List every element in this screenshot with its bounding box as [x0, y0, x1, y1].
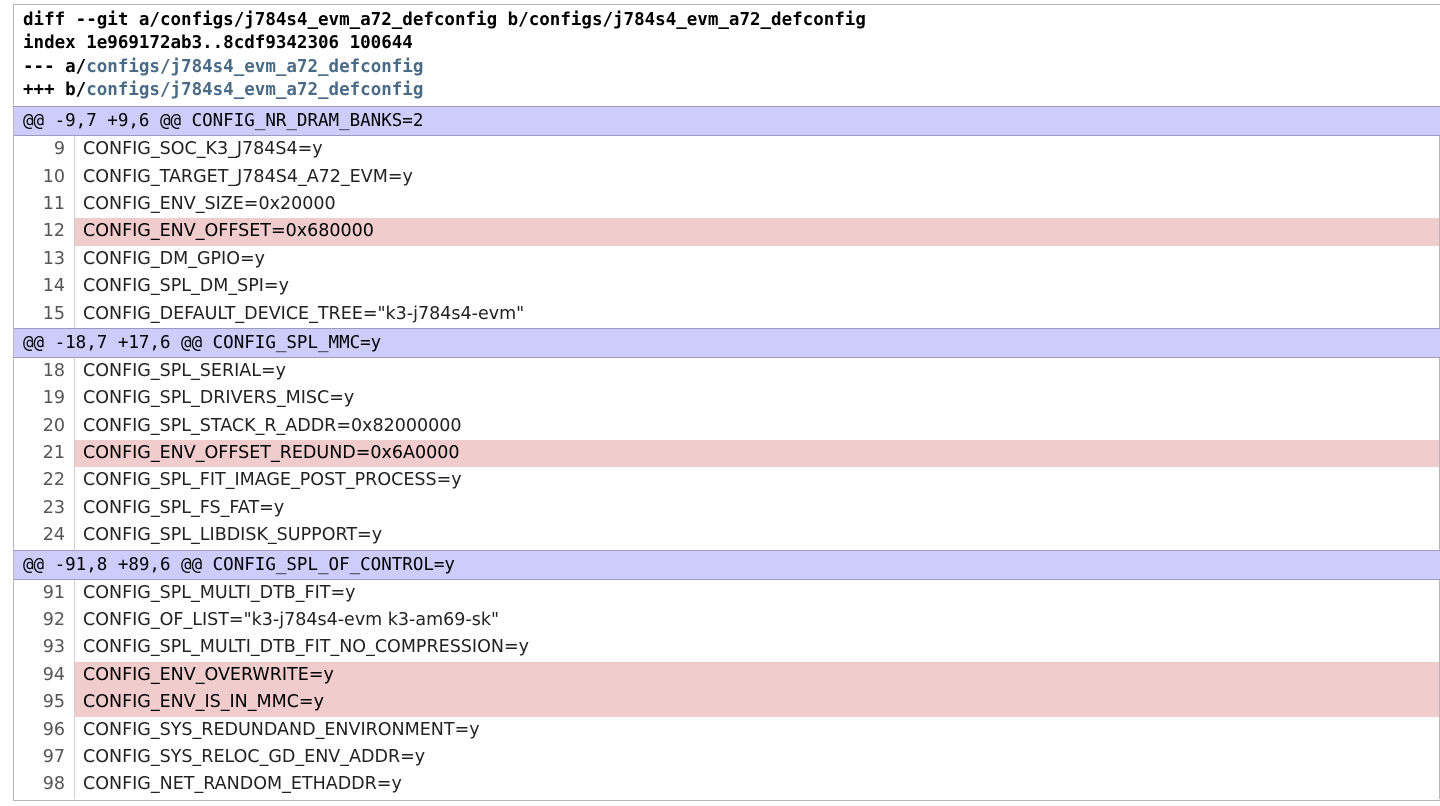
code-text: CONFIG_SPL_MULTI_DTB_FIT=y — [83, 582, 356, 603]
code-text: CONFIG_NET_RANDOM_ETHADDR=y — [83, 774, 402, 795]
code-text: CONFIG_SOC_K3_J784S4=y — [83, 139, 323, 160]
code-text: CONFIG_SPL_LIBDISK_SUPPORT=y — [83, 525, 383, 546]
line-number: 96 — [14, 716, 75, 744]
code-text: CONFIG_SPL_FS_FAT=y — [83, 497, 285, 518]
code-text: CONFIG_SPL_STACK_R_ADDR=0x82000000 — [83, 415, 462, 436]
line-number: 21 — [14, 440, 75, 468]
context-line-row: 24 CONFIG_SPL_LIBDISK_SUPPORT=y — [14, 522, 1440, 550]
line-number: 92 — [14, 607, 75, 635]
new-file-path-link[interactable]: configs/j784s4_evm_a72_defconfig — [86, 79, 424, 100]
code-text: CONFIG_SPL_FIT_IMAGE_POST_PROCESS=y — [83, 470, 462, 491]
line-number: 14 — [14, 273, 75, 301]
context-line-row: 10 CONFIG_TARGET_J784S4_A72_EVM=y — [14, 163, 1440, 191]
code-text: CONFIG_ENV_OVERWRITE=y — [75, 661, 1439, 690]
diff-file-header: diff --git a/configs/j784s4_evm_a72_defc… — [14, 5, 1440, 106]
context-line-row: 15 CONFIG_DEFAULT_DEVICE_TREE="k3-j784s4-… — [14, 300, 1440, 328]
line-number: 94 — [14, 661, 75, 690]
code-text: CONFIG_DM_GPIO=y — [83, 248, 266, 269]
hunk-header: @@ -18,7 +17,6 @@ CONFIG_SPL_MMC=y — [14, 327, 1440, 358]
diff-view: diff --git a/configs/j784s4_evm_a72_defc… — [13, 4, 1440, 801]
code-text: CONFIG_SPL_DRIVERS_MISC=y — [83, 388, 355, 409]
hunk-header: @@ -91,8 +89,6 @@ CONFIG_SPL_OF_CONTROL=… — [14, 549, 1440, 580]
context-line-row: 11 CONFIG_ENV_SIZE=0x20000 — [14, 190, 1440, 219]
context-line-row: 18 CONFIG_SPL_SERIAL=y — [14, 357, 1440, 386]
context-line-row: 91 CONFIG_SPL_MULTI_DTB_FIT=y — [14, 579, 1440, 608]
diff-git-line: diff --git a/configs/j784s4_evm_a72_defc… — [23, 10, 866, 30]
diff-old-file-line: --- a/configs/j784s4_evm_a72_defconfig — [23, 56, 1440, 79]
code-text: CONFIG_ENV_OFFSET=0x680000 — [75, 218, 1439, 246]
line-number: 11 — [14, 190, 75, 219]
line-number: 98 — [14, 771, 75, 799]
line-number: 93 — [14, 634, 75, 662]
line-number: 22 — [14, 467, 75, 495]
code-text: CONFIG_SPL_DM_SPI=y — [83, 276, 289, 297]
line-number: 97 — [14, 744, 75, 772]
line-number: 20 — [14, 412, 75, 441]
code-text: CONFIG_ENV_OFFSET_REDUND=0x6A0000 — [75, 440, 1439, 468]
context-line-row: 22 CONFIG_SPL_FIT_IMAGE_POST_PROCESS=y — [14, 467, 1440, 495]
code-text: CONFIG_TARGET_J784S4_A72_EVM=y — [83, 166, 413, 187]
line-number: 24 — [14, 522, 75, 550]
line-number: 10 — [14, 163, 75, 191]
line-number: 13 — [14, 245, 75, 274]
context-line-row: 23 CONFIG_SPL_FS_FAT=y — [14, 494, 1440, 523]
hunk-header: @@ -9,7 +9,6 @@ CONFIG_NR_DRAM_BANKS=2 — [14, 106, 1440, 137]
code-text: CONFIG_SYS_RELOC_GD_ENV_ADDR=y — [83, 747, 426, 767]
line-number: 18 — [14, 357, 75, 386]
context-line-row: 93 CONFIG_SPL_MULTI_DTB_FIT_NO_COMPRESSIO… — [14, 634, 1440, 662]
context-line-row: 96 CONFIG_SYS_REDUNDAND_ENVIRONMENT=y — [14, 716, 1440, 744]
line-number: 9 — [14, 136, 75, 164]
context-line-row: 92 CONFIG_OF_LIST="k3-j784s4-evm k3-am69-… — [14, 607, 1440, 635]
code-text: CONFIG_ENV_SIZE=0x20000 — [83, 193, 336, 214]
old-file-prefix: --- a/ — [23, 56, 87, 77]
line-number: 23 — [14, 494, 75, 523]
line-number: 12 — [14, 218, 75, 246]
diff-index-line: index 1e969172ab3..8cdf9342306 100644 — [23, 33, 413, 54]
diff-new-file-line: +++ b/configs/j784s4_evm_a72_defconfig — [23, 79, 1440, 102]
context-line-row: 9 CONFIG_SOC_K3_J784S4=y — [14, 136, 1440, 164]
line-number: 95 — [14, 689, 75, 717]
line-number: 15 — [14, 300, 75, 328]
context-line-row: 97 CONFIG_SYS_RELOC_GD_ENV_ADDR=y — [14, 744, 1440, 772]
code-text: CONFIG_SYS_REDUNDAND_ENVIRONMENT=y — [83, 719, 480, 740]
code-text: CONFIG_SPL_SERIAL=y — [83, 360, 287, 381]
context-line-row: 13 CONFIG_DM_GPIO=y — [14, 245, 1440, 274]
context-line-row: 14 CONFIG_SPL_DM_SPI=y — [14, 273, 1440, 301]
line-number: 91 — [14, 579, 75, 608]
line-number: 19 — [14, 385, 75, 413]
code-text: CONFIG_OF_LIST="k3-j784s4-evm k3-am69-sk… — [83, 610, 500, 631]
context-line-row: 19 CONFIG_SPL_DRIVERS_MISC=y — [14, 385, 1440, 413]
old-file-path-link[interactable]: configs/j784s4_evm_a72_defconfig — [86, 56, 424, 77]
context-line-row: 98 CONFIG_NET_RANDOM_ETHADDR=y — [14, 771, 1440, 799]
new-file-prefix: +++ b/ — [23, 79, 87, 100]
context-line-row: 20 CONFIG_SPL_STACK_R_ADDR=0x82000000 — [14, 412, 1440, 441]
code-text: CONFIG_DEFAULT_DEVICE_TREE="k3-j784s4-ev… — [83, 303, 525, 324]
code-text: CONFIG_ENV_IS_IN_MMC=y — [75, 689, 1439, 717]
code-text: CONFIG_SPL_MULTI_DTB_FIT_NO_COMPRESSION=… — [83, 637, 529, 658]
